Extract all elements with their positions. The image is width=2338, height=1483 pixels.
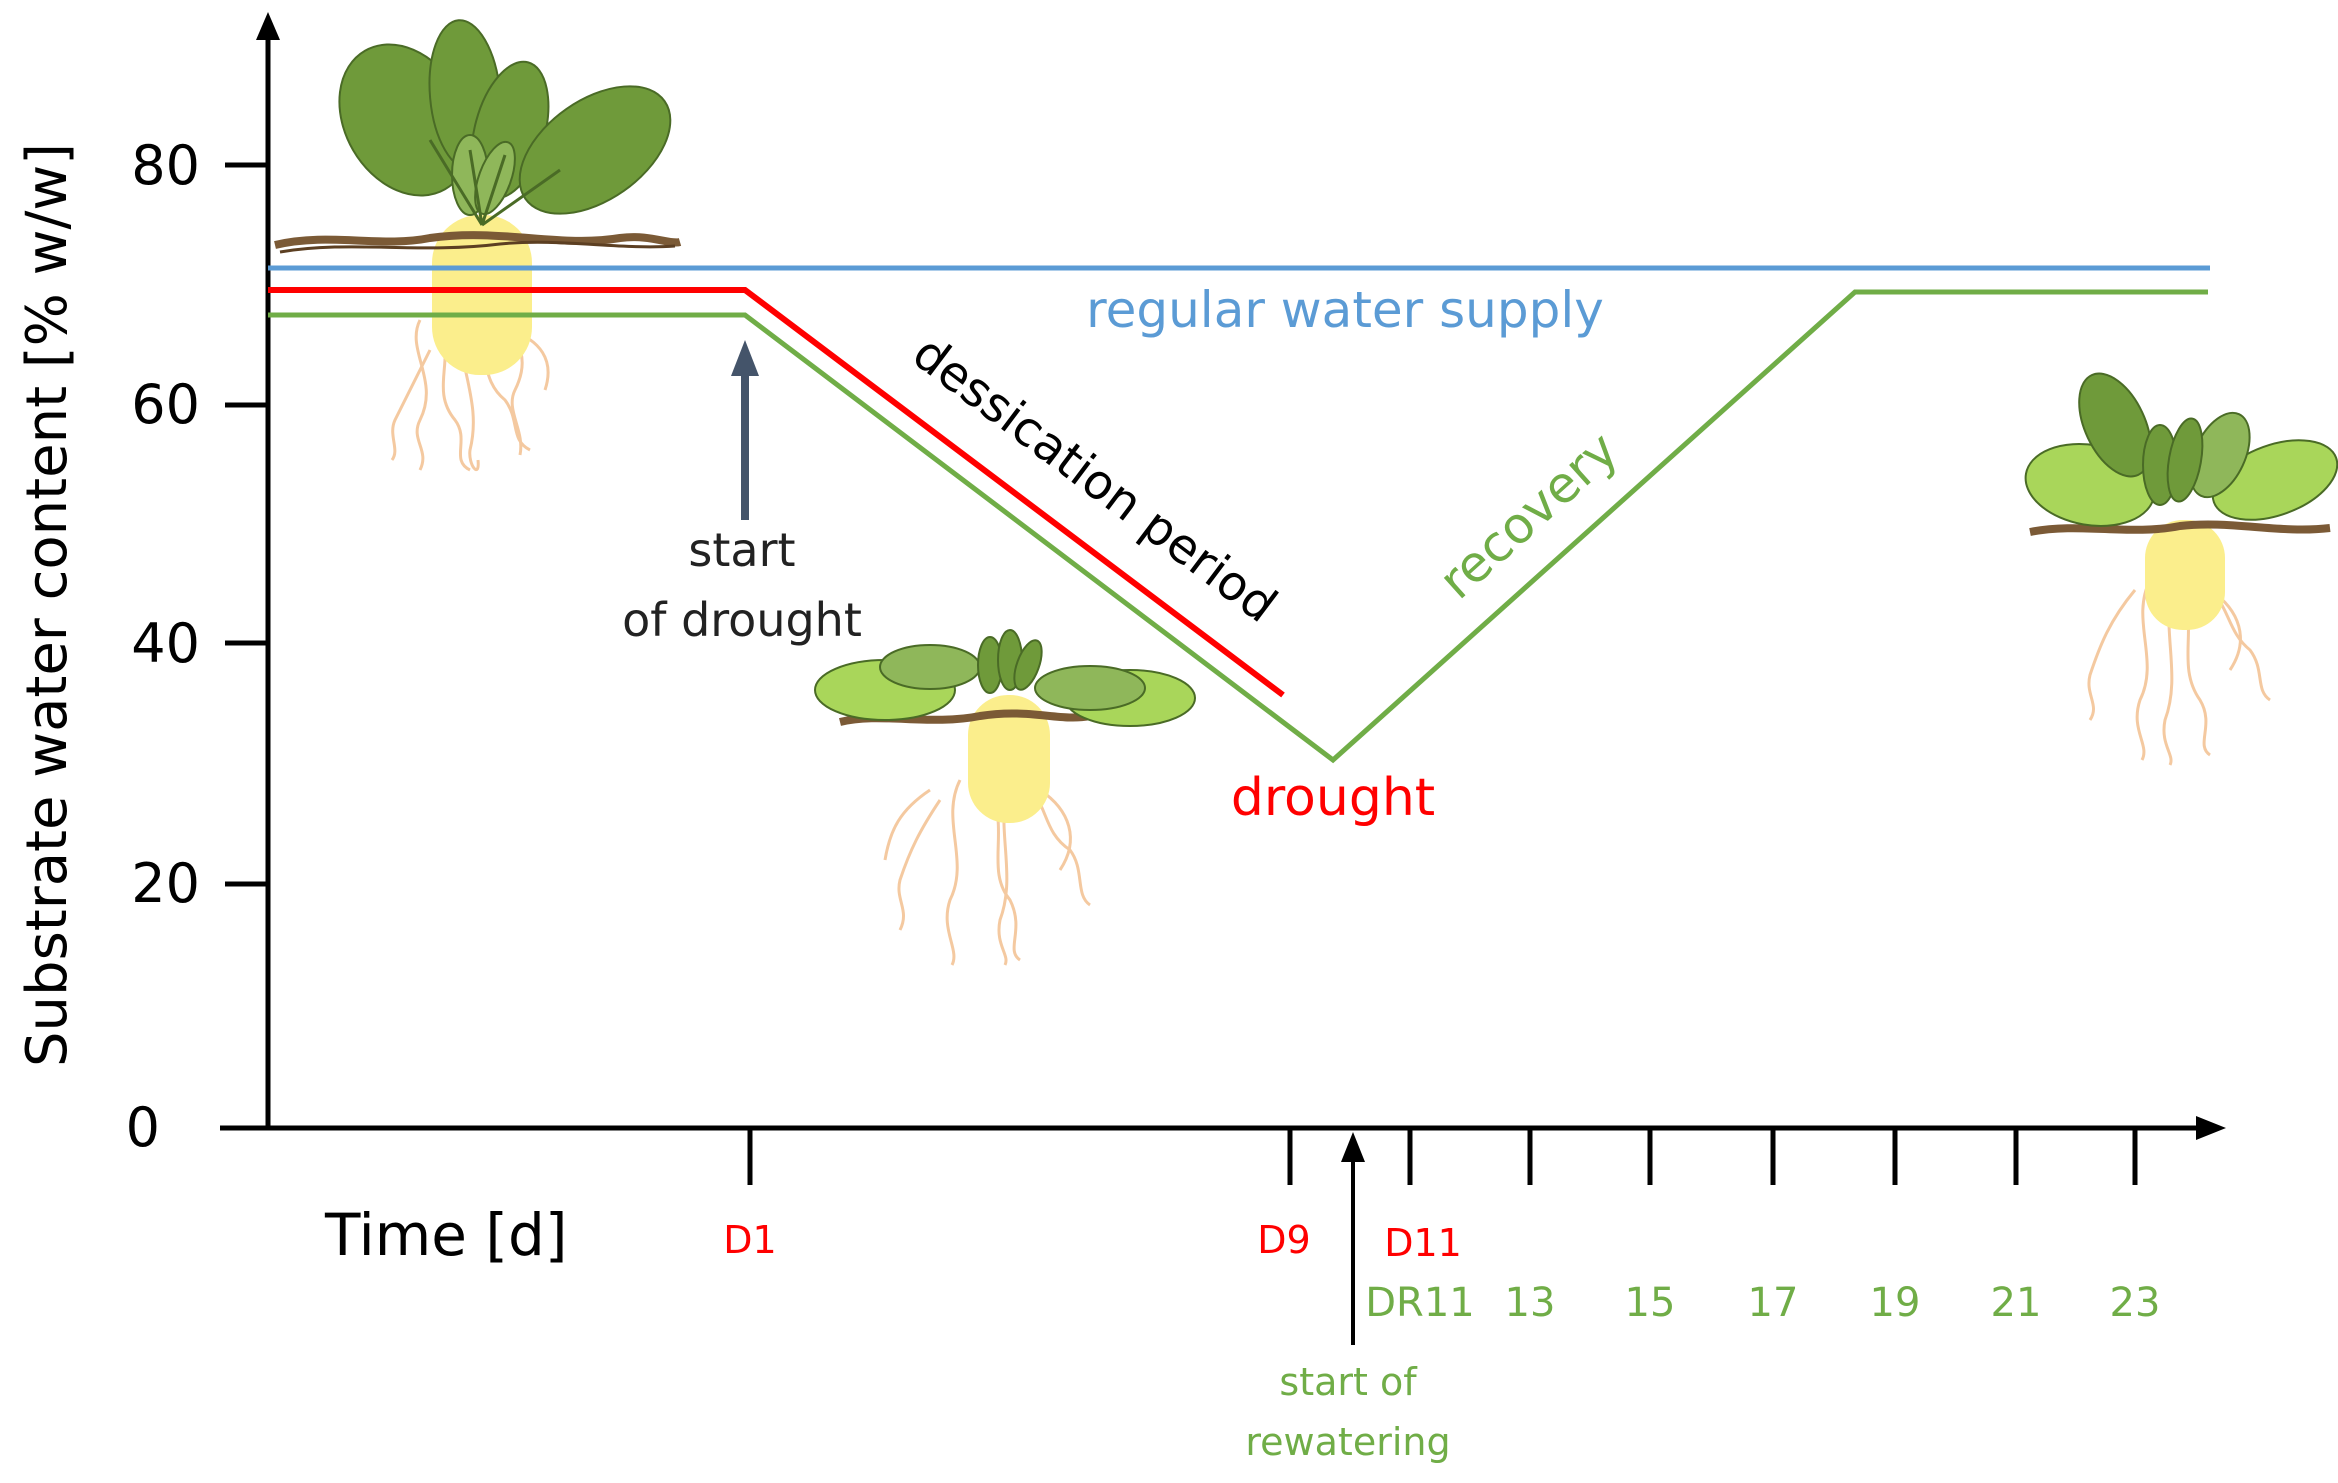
drought-label: drought xyxy=(1231,768,1435,828)
rewatering-arrow xyxy=(1341,1132,1365,1345)
tick-label-d11: D11 xyxy=(1384,1221,1462,1265)
recovery-tick-labels: DR11 13 15 17 19 21 23 xyxy=(1365,1280,2160,1326)
tick-label-23: 23 xyxy=(2110,1280,2161,1326)
tick-label-d9: D9 xyxy=(1257,1218,1310,1262)
tick-label-13: 13 xyxy=(1505,1280,1556,1326)
tick-label-19: 19 xyxy=(1870,1280,1921,1326)
tick-label-17: 17 xyxy=(1748,1280,1799,1326)
x-ticks xyxy=(747,1128,2138,1185)
y-tick-label: 0 xyxy=(126,1096,160,1159)
y-ticks xyxy=(225,162,268,887)
y-tick-label: 40 xyxy=(131,612,200,675)
y-tick-labels: 0 20 40 60 80 xyxy=(126,134,200,1159)
start-drought-label: start of drought xyxy=(622,523,862,647)
recovered-plant-icon xyxy=(2024,372,2338,766)
tick-label-dr11: DR11 xyxy=(1365,1280,1475,1326)
y-tick-label: 80 xyxy=(131,134,200,197)
drought-stressed-plant-icon xyxy=(814,629,1196,966)
recovery-line xyxy=(268,289,2208,764)
healthy-plant-icon xyxy=(274,19,682,472)
tick-label-d1: D1 xyxy=(723,1218,776,1262)
y-tick-label: 20 xyxy=(131,852,200,915)
drought-line xyxy=(268,287,1285,698)
svg-text:of drought: of drought xyxy=(622,593,862,647)
x-axis-label: Time [d] xyxy=(324,1201,567,1269)
y-axis xyxy=(256,12,280,1128)
svg-text:start: start xyxy=(688,523,795,577)
regular-water-supply-label: regular water supply xyxy=(1086,281,1604,339)
svg-text:start of: start of xyxy=(1279,1360,1418,1404)
tick-label-21: 21 xyxy=(1991,1280,2042,1326)
start-drought-arrow xyxy=(731,340,759,520)
drought-tick-labels: D1 D9 D11 xyxy=(723,1218,1462,1265)
y-tick-label: 60 xyxy=(131,373,200,436)
x-axis xyxy=(220,1116,2226,1140)
tick-label-15: 15 xyxy=(1625,1280,1676,1326)
y-axis-label: Substrate water content [% w/w] xyxy=(15,143,80,1067)
svg-text:rewatering: rewatering xyxy=(1245,1420,1450,1464)
rewatering-label: start of rewatering xyxy=(1245,1360,1450,1464)
